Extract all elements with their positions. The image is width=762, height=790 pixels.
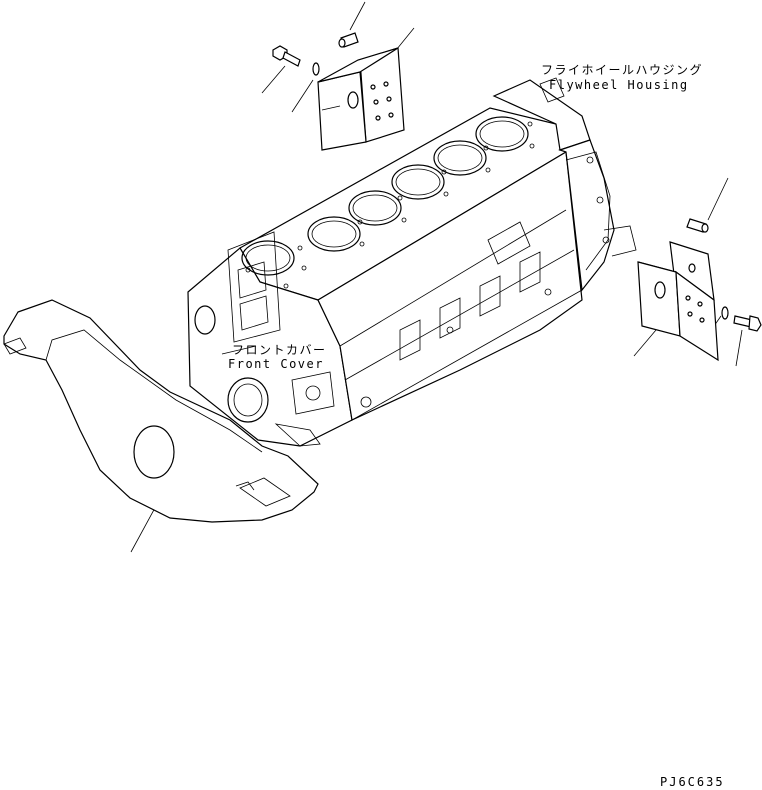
front-cover-label-en: Front Cover: [228, 357, 324, 371]
flywheel-housing-callout: フライホイールハウジング Flywheel Housing: [541, 63, 703, 92]
flywheel-housing: [492, 77, 637, 292]
dowel-pin-right: [686, 218, 709, 233]
engine-block: [187, 107, 583, 447]
deck-bolt-holes: [245, 121, 535, 289]
drawing-code: PJ6C635: [660, 775, 725, 789]
bolt-right: [733, 315, 762, 332]
flywheel-housing-label-en: Flywheel Housing: [549, 78, 689, 92]
dowel-pin-top: [338, 32, 359, 48]
washer-top: [312, 62, 320, 76]
front-cover-callout: フロントカバー Front Cover: [221, 343, 327, 371]
washer-right: [721, 306, 729, 320]
flywheel-housing-label-jp: フライホイールハウジング: [541, 63, 703, 77]
bolt-top: [272, 45, 301, 67]
top-bracket-assembly: [261, 1, 415, 151]
right-bracket-assembly: [633, 177, 762, 367]
engine-mount-bracket-top: [317, 47, 405, 151]
cylinder-bores: [241, 116, 529, 276]
front-cover-label-jp: フロントカバー: [232, 343, 327, 357]
engine-mount-bracket-right: [637, 241, 719, 362]
front-engine-support: [3, 299, 319, 553]
